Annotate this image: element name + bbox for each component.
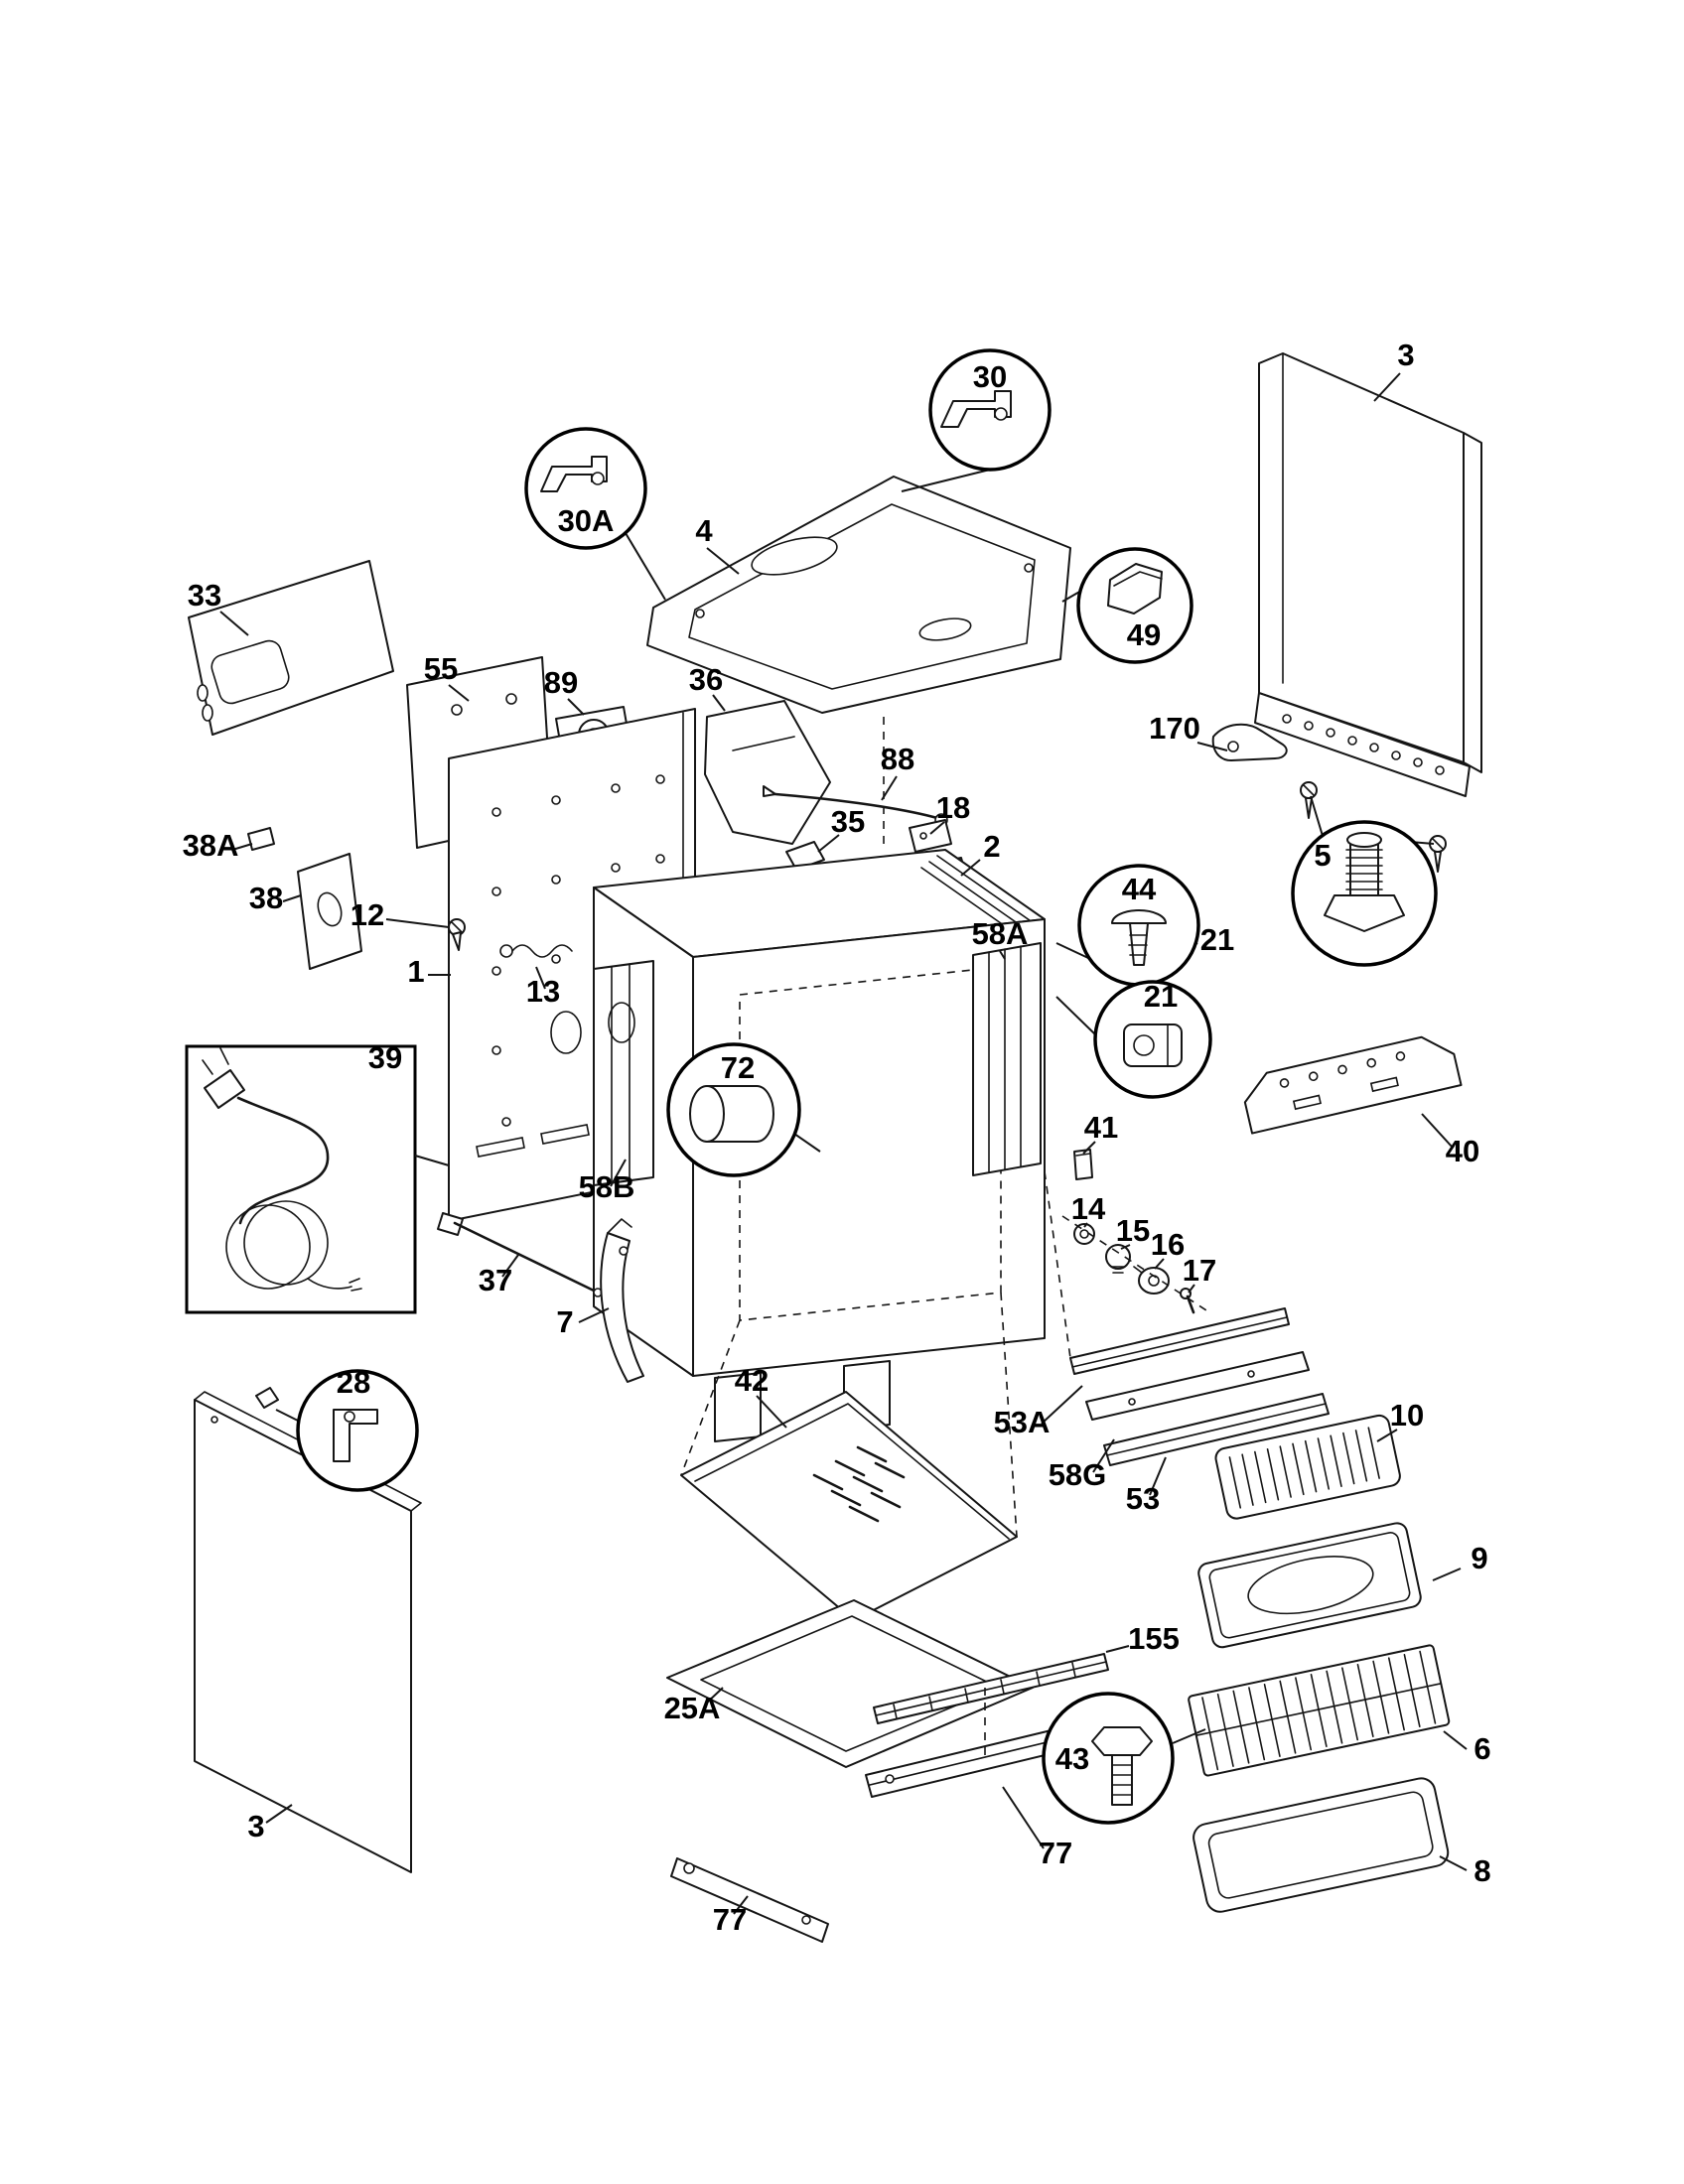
part-probe-37 bbox=[437, 1212, 603, 1297]
part-rail-58G bbox=[1085, 1351, 1310, 1421]
callout-circle-21 bbox=[1093, 980, 1212, 1099]
part-slide-rail-155 bbox=[873, 1653, 1109, 1724]
part-label-77-left: 77 bbox=[713, 1902, 747, 1937]
part-clip-35 bbox=[785, 841, 825, 871]
screw-icon bbox=[1300, 781, 1318, 819]
part-liner-58A bbox=[972, 942, 1042, 1176]
part-label-8: 8 bbox=[1474, 1853, 1490, 1888]
part-label-36: 36 bbox=[689, 662, 723, 697]
part-label-170: 170 bbox=[1149, 711, 1200, 746]
part-label-33: 33 bbox=[188, 578, 221, 613]
part-label-17: 17 bbox=[1183, 1253, 1216, 1288]
part-liner-58B bbox=[593, 960, 654, 1186]
part-label-53: 53 bbox=[1126, 1481, 1160, 1516]
part-broiler-insert-9 bbox=[1197, 1522, 1422, 1649]
part-bracket-7 bbox=[600, 1218, 644, 1383]
part-label-35: 35 bbox=[831, 804, 865, 839]
part-label-9: 9 bbox=[1471, 1541, 1487, 1575]
callout-circle-49 bbox=[1076, 547, 1193, 664]
leader-lines bbox=[219, 372, 1468, 1915]
part-label-40: 40 bbox=[1446, 1134, 1479, 1168]
part-label-16: 16 bbox=[1151, 1227, 1185, 1262]
part-bracket-170 bbox=[1211, 723, 1288, 761]
part-label-89: 89 bbox=[544, 665, 578, 700]
part-label-21-a: 21 bbox=[1200, 922, 1234, 957]
part-maintop bbox=[646, 476, 1071, 714]
part-rail-53A bbox=[1069, 1307, 1290, 1375]
part-labels: 30 3 30A 4 49 33 55 89 36 88 18 2 35 170… bbox=[183, 338, 1491, 1937]
part-insulation-panel-33 bbox=[188, 560, 394, 736]
part-label-13: 13 bbox=[526, 974, 560, 1009]
part-grommet-14 bbox=[1073, 1223, 1095, 1245]
part-bracket-18 bbox=[909, 819, 952, 853]
part-broil-pan-8 bbox=[1193, 1777, 1450, 1913]
explode-lines bbox=[680, 717, 1071, 1755]
part-label-72: 72 bbox=[721, 1050, 755, 1085]
part-slide-rail-77-left bbox=[670, 1857, 829, 1943]
part-label-21-b: 21 bbox=[1144, 979, 1178, 1014]
callout-circle-43 bbox=[1042, 1692, 1175, 1825]
part-label-30A: 30A bbox=[558, 503, 615, 538]
part-label-14: 14 bbox=[1071, 1191, 1106, 1226]
callout-circle-5 bbox=[1291, 820, 1438, 967]
part-label-43: 43 bbox=[1055, 1741, 1089, 1776]
part-side-panel-right bbox=[1254, 352, 1482, 797]
callout-circle-28 bbox=[296, 1369, 419, 1492]
part-spring-13 bbox=[499, 944, 573, 958]
part-label-25A: 25A bbox=[664, 1691, 721, 1725]
part-label-38: 38 bbox=[249, 881, 283, 915]
part-label-7: 7 bbox=[556, 1304, 573, 1339]
part-vent-grille-10 bbox=[1214, 1414, 1401, 1520]
part-label-58A: 58A bbox=[972, 916, 1029, 951]
part-label-55: 55 bbox=[424, 651, 458, 686]
part-label-5: 5 bbox=[1314, 838, 1331, 873]
callout-circle-44 bbox=[1077, 864, 1200, 987]
part-vent-duct-36 bbox=[704, 700, 831, 845]
part-baffle-38 bbox=[297, 853, 362, 970]
part-label-37: 37 bbox=[479, 1263, 512, 1297]
part-oven-rack-6 bbox=[1188, 1644, 1451, 1777]
part-label-12: 12 bbox=[351, 897, 384, 932]
cord-inset-box bbox=[185, 1044, 417, 1314]
part-label-38A: 38A bbox=[183, 828, 239, 863]
part-label-18: 18 bbox=[936, 790, 970, 825]
part-label-6: 6 bbox=[1474, 1731, 1490, 1766]
part-label-3-left: 3 bbox=[247, 1809, 264, 1843]
part-label-155: 155 bbox=[1128, 1621, 1180, 1656]
part-clip-41 bbox=[1073, 1149, 1093, 1180]
part-bulb-15 bbox=[1105, 1244, 1131, 1274]
part-label-15: 15 bbox=[1116, 1213, 1150, 1248]
part-label-1: 1 bbox=[407, 954, 424, 989]
part-label-41: 41 bbox=[1084, 1110, 1118, 1145]
part-label-2: 2 bbox=[983, 829, 1000, 864]
callout-circle-72 bbox=[666, 1042, 801, 1177]
part-socket-16 bbox=[1133, 1266, 1170, 1295]
callout-circle-30 bbox=[928, 348, 1052, 472]
part-label-53A: 53A bbox=[994, 1405, 1051, 1439]
part-label-3-right: 3 bbox=[1397, 338, 1414, 372]
part-rail-53 bbox=[1103, 1393, 1330, 1466]
part-label-58G: 58G bbox=[1049, 1457, 1107, 1492]
part-label-30: 30 bbox=[973, 359, 1007, 394]
part-bracket-40 bbox=[1243, 1035, 1463, 1135]
part-label-77-right: 77 bbox=[1039, 1836, 1072, 1870]
part-label-10: 10 bbox=[1390, 1398, 1424, 1433]
part-label-58B: 58B bbox=[579, 1169, 635, 1204]
part-label-88: 88 bbox=[881, 742, 914, 776]
part-label-4: 4 bbox=[695, 513, 713, 548]
callout-circle-30A bbox=[524, 427, 647, 550]
part-label-28: 28 bbox=[337, 1365, 370, 1400]
part-label-39: 39 bbox=[368, 1040, 402, 1075]
part-clip-38A bbox=[247, 827, 275, 851]
part-label-42: 42 bbox=[735, 1363, 769, 1398]
part-label-49: 49 bbox=[1127, 617, 1161, 652]
part-label-44: 44 bbox=[1122, 872, 1157, 906]
